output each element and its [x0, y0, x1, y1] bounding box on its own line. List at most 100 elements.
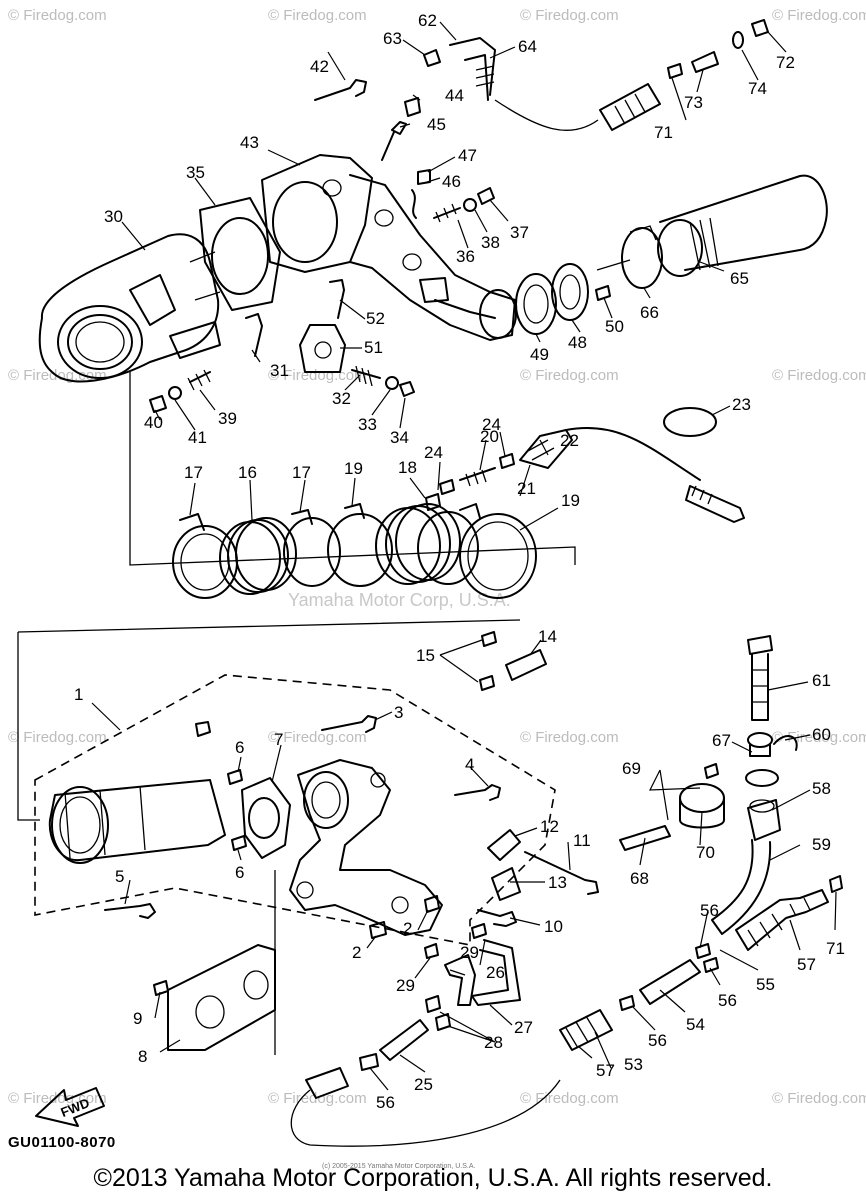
callout: 11 [573, 831, 591, 850]
callout: 23 [732, 395, 751, 414]
callout: 55 [756, 975, 775, 994]
watermark: © Firedog.com [520, 1090, 619, 1107]
callout: 6 [235, 738, 244, 757]
callout: 3 [394, 703, 403, 722]
callout: 64 [518, 37, 537, 56]
callout: 2 [403, 919, 412, 938]
callout: 33 [358, 415, 377, 434]
callout-numbers: 1 2 2 3 4 5 6 6 7 8 9 10 11 12 13 14 15 … [74, 11, 845, 1112]
callout: 62 [418, 11, 437, 30]
callout: 31 [270, 361, 289, 380]
callout: 1 [74, 685, 83, 704]
copyright-notice: ©2013 Yamaha Motor Corporation, U.S.A. A… [93, 1164, 773, 1192]
callout: 19 [561, 491, 580, 510]
callout: 13 [548, 873, 567, 892]
callout: 69 [622, 759, 641, 778]
callout: 44 [445, 86, 464, 105]
callout: 60 [812, 725, 831, 744]
leader-lines [91, 21, 837, 1091]
clamp-row [172, 493, 537, 599]
watermark: © Firedog.com [8, 7, 107, 24]
callout: 6 [235, 863, 244, 882]
callout: 26 [486, 963, 505, 982]
callout: 51 [364, 338, 383, 357]
callout: 48 [568, 333, 587, 352]
callout: 47 [458, 146, 477, 165]
callout: 21 [517, 479, 536, 498]
exhaust-elbow-assembly [34, 631, 843, 1147]
muffler-assembly [38, 19, 828, 523]
callout: 30 [104, 207, 123, 226]
callout: 18 [398, 458, 417, 477]
callout: 43 [240, 133, 259, 152]
callout: 12 [540, 817, 559, 836]
callout: 20 [480, 427, 499, 446]
callout: 73 [684, 93, 703, 112]
callout: 56 [718, 991, 737, 1010]
callout: 29 [396, 976, 415, 995]
watermark: © Firedog.com [772, 367, 866, 384]
callout: 45 [427, 115, 446, 134]
callout: 66 [640, 303, 659, 322]
watermark: © Firedog.com [772, 1090, 866, 1107]
callout: 22 [560, 431, 579, 450]
callout: 71 [654, 123, 673, 142]
watermark: © Firedog.com [8, 1090, 107, 1107]
callout: 15 [416, 646, 435, 665]
callout: 39 [218, 409, 237, 428]
watermark: © Firedog.com [520, 729, 619, 746]
callout: 57 [596, 1061, 615, 1080]
callout: 41 [188, 428, 207, 447]
callout: 36 [456, 247, 475, 266]
callout: 74 [748, 79, 767, 98]
callout: 61 [812, 671, 831, 690]
watermark-center: Yamaha Motor Corp, U.S.A. [288, 590, 511, 610]
leader-frame [17, 372, 576, 821]
callout: 8 [138, 1047, 147, 1066]
watermark: © Firedog.com [8, 729, 107, 746]
diagram-code: GU01100-8070 [8, 1134, 116, 1151]
callout: 17 [292, 463, 311, 482]
watermark: © Firedog.com [772, 7, 866, 24]
callout: 54 [686, 1015, 705, 1034]
watermark: © Firedog.com [520, 7, 619, 24]
watermark-fine-print: (c) 2005-2015 Yamaha Motor Corporation, … [322, 1163, 475, 1170]
watermark: © Firedog.com [268, 7, 367, 24]
callout: 42 [310, 57, 329, 76]
callout: 63 [383, 29, 402, 48]
callout: 2 [352, 943, 361, 962]
callout: 68 [630, 869, 649, 888]
callout: 27 [514, 1018, 533, 1037]
callout: 56 [700, 901, 719, 920]
callout: 34 [390, 428, 409, 447]
callout: 40 [144, 413, 163, 432]
callout: 53 [624, 1055, 643, 1074]
callout: 56 [376, 1093, 395, 1112]
callout: 72 [776, 53, 795, 72]
callout: 7 [274, 730, 283, 749]
callout: 67 [712, 731, 731, 750]
callout: 9 [133, 1009, 142, 1028]
callout: 32 [332, 389, 351, 408]
watermark: © Firedog.com [268, 729, 367, 746]
callout: 14 [538, 627, 557, 646]
callout: 65 [730, 269, 749, 288]
callout: 24 [424, 443, 443, 462]
callout: 46 [442, 172, 461, 191]
callout: 57 [797, 955, 816, 974]
callout: 10 [544, 917, 563, 936]
callout: 70 [696, 843, 715, 862]
callout: 38 [481, 233, 500, 252]
callout: 58 [812, 779, 831, 798]
callout: 56 [648, 1031, 667, 1050]
callout: 16 [238, 463, 257, 482]
watermark: © Firedog.com [520, 367, 619, 384]
callout: 29 [460, 943, 479, 962]
callout: 49 [530, 345, 549, 364]
callout: 4 [465, 755, 474, 774]
callout: 71 [826, 939, 845, 958]
callout: 35 [186, 163, 205, 182]
callout: 52 [366, 309, 385, 328]
callout: 5 [115, 867, 124, 886]
